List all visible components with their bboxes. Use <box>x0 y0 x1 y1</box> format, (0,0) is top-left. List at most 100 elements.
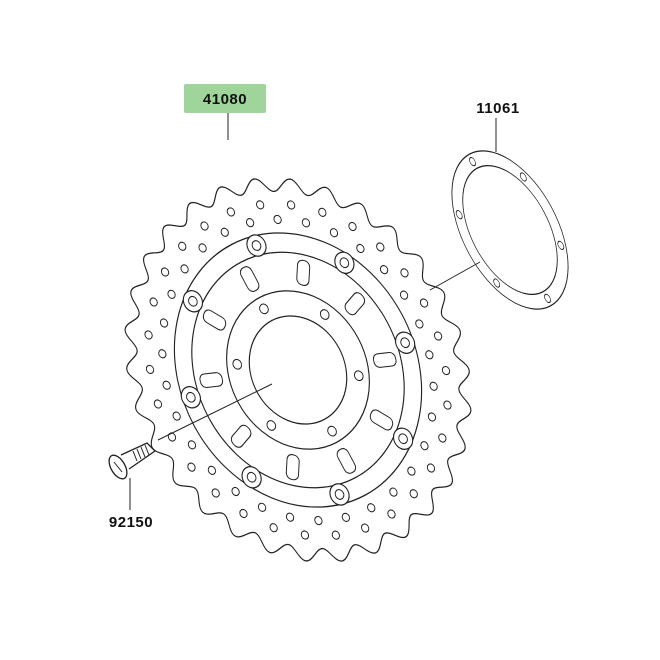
vent-hole <box>144 330 153 340</box>
vent-hole <box>239 508 248 519</box>
vent-hole <box>285 512 295 522</box>
vent-hole <box>245 218 255 228</box>
leader-bolt-to-disc <box>157 383 273 441</box>
vent-hole <box>300 530 310 540</box>
mounting-boss-hole <box>246 471 257 483</box>
vent-hole <box>180 264 189 274</box>
bolt-head <box>108 454 128 480</box>
vent-hole <box>314 515 323 526</box>
vent-hole <box>420 441 429 451</box>
vent-hole <box>256 200 265 210</box>
vent-hole <box>257 502 267 512</box>
vent-hole <box>433 331 443 341</box>
brake-disc-part[interactable] <box>59 118 536 623</box>
vent-hole <box>160 267 170 277</box>
vent-hole <box>158 349 167 359</box>
vent-hole <box>269 523 278 533</box>
mounting-boss <box>392 427 414 450</box>
part-number-11061[interactable]: 11061 <box>476 100 519 117</box>
hub-bolt-hole <box>319 309 330 320</box>
vent-hole <box>187 462 196 472</box>
vent-hole <box>438 433 447 443</box>
vent-hole <box>329 228 339 238</box>
disc-mounting-bosses <box>180 234 416 506</box>
spoke-slot <box>285 454 300 481</box>
hub-bolt-holes <box>232 303 364 437</box>
part-number-92150[interactable]: 92150 <box>109 514 153 531</box>
carrier-outer-ring <box>173 232 423 508</box>
vent-hole <box>318 207 327 217</box>
mounting-boss <box>329 483 350 506</box>
vent-hole <box>167 432 177 442</box>
carrier-inner-ring <box>191 251 405 489</box>
spoke-slot <box>296 259 311 286</box>
vent-hole <box>387 509 396 519</box>
hub-bolt-hole <box>327 425 337 437</box>
vent-hole <box>443 400 452 410</box>
spoke-slot <box>369 409 394 431</box>
vent-hole <box>167 289 176 299</box>
hub-gasket-part[interactable] <box>428 132 592 328</box>
gasket-bolt-hole <box>519 172 527 182</box>
mounting-boss <box>394 331 416 354</box>
vent-hole <box>172 411 181 421</box>
vent-hole <box>187 440 197 450</box>
disc-wave-outline <box>124 178 472 562</box>
vent-hole <box>301 218 311 228</box>
mounting-boss-hole <box>251 240 262 251</box>
mounting-boss-hole <box>398 433 408 445</box>
mounting-boss <box>334 251 355 274</box>
mounting-boss <box>180 386 202 409</box>
mounting-boss-hole <box>186 391 196 403</box>
disc-vent-holes <box>144 200 452 540</box>
gasket-bolt-hole <box>455 210 463 220</box>
gasket-bolt-hole <box>557 240 565 250</box>
vent-hole <box>220 227 229 237</box>
hub-bolt-hole <box>353 370 364 382</box>
mounting-boss-hole <box>339 257 350 269</box>
vent-hole <box>145 364 155 375</box>
disc-spoke-slots <box>199 259 397 481</box>
disc-bolt-part[interactable] <box>105 442 157 482</box>
vent-hole <box>153 399 163 409</box>
gasket-bolt-hole <box>493 278 501 288</box>
bolt-thread <box>132 444 150 462</box>
vent-hole <box>341 512 351 522</box>
spoke-slot <box>336 448 357 474</box>
spoke-slot <box>202 309 227 331</box>
vent-hole <box>367 503 376 513</box>
vent-hole <box>399 290 409 300</box>
vent-hole <box>360 523 370 533</box>
gasket-bolt-hole <box>469 156 476 167</box>
hub-bolt-hole <box>266 420 277 431</box>
bolt-shank <box>120 442 157 470</box>
mounting-boss <box>241 466 262 489</box>
vent-hole <box>231 486 240 497</box>
spoke-slot <box>199 372 224 389</box>
gasket-bolt-hole <box>544 293 551 304</box>
hub-bolt-hole <box>232 358 243 370</box>
vent-hole <box>429 381 438 391</box>
vent-hole <box>389 487 398 497</box>
spoke-slot <box>239 266 260 292</box>
vent-hole <box>149 297 158 307</box>
vent-hole <box>427 412 437 422</box>
mounting-boss-hole <box>400 337 410 349</box>
vent-hole <box>379 265 389 275</box>
spoke-slot <box>372 351 397 368</box>
mounting-boss-hole <box>334 489 345 500</box>
vent-hole <box>198 243 207 253</box>
vent-hole <box>356 243 365 254</box>
mounting-boss <box>246 234 267 257</box>
gasket-bolt-holes <box>455 156 565 304</box>
part-number-41080[interactable]: 41080 <box>203 91 247 108</box>
vent-hole <box>273 214 282 225</box>
vent-hole <box>400 268 409 278</box>
hub-bolt-hole <box>259 303 269 315</box>
vent-hole <box>207 465 217 475</box>
vent-hole <box>409 489 418 499</box>
vent-hole <box>426 463 436 473</box>
vent-hole <box>162 380 171 390</box>
mounting-boss <box>182 290 204 313</box>
